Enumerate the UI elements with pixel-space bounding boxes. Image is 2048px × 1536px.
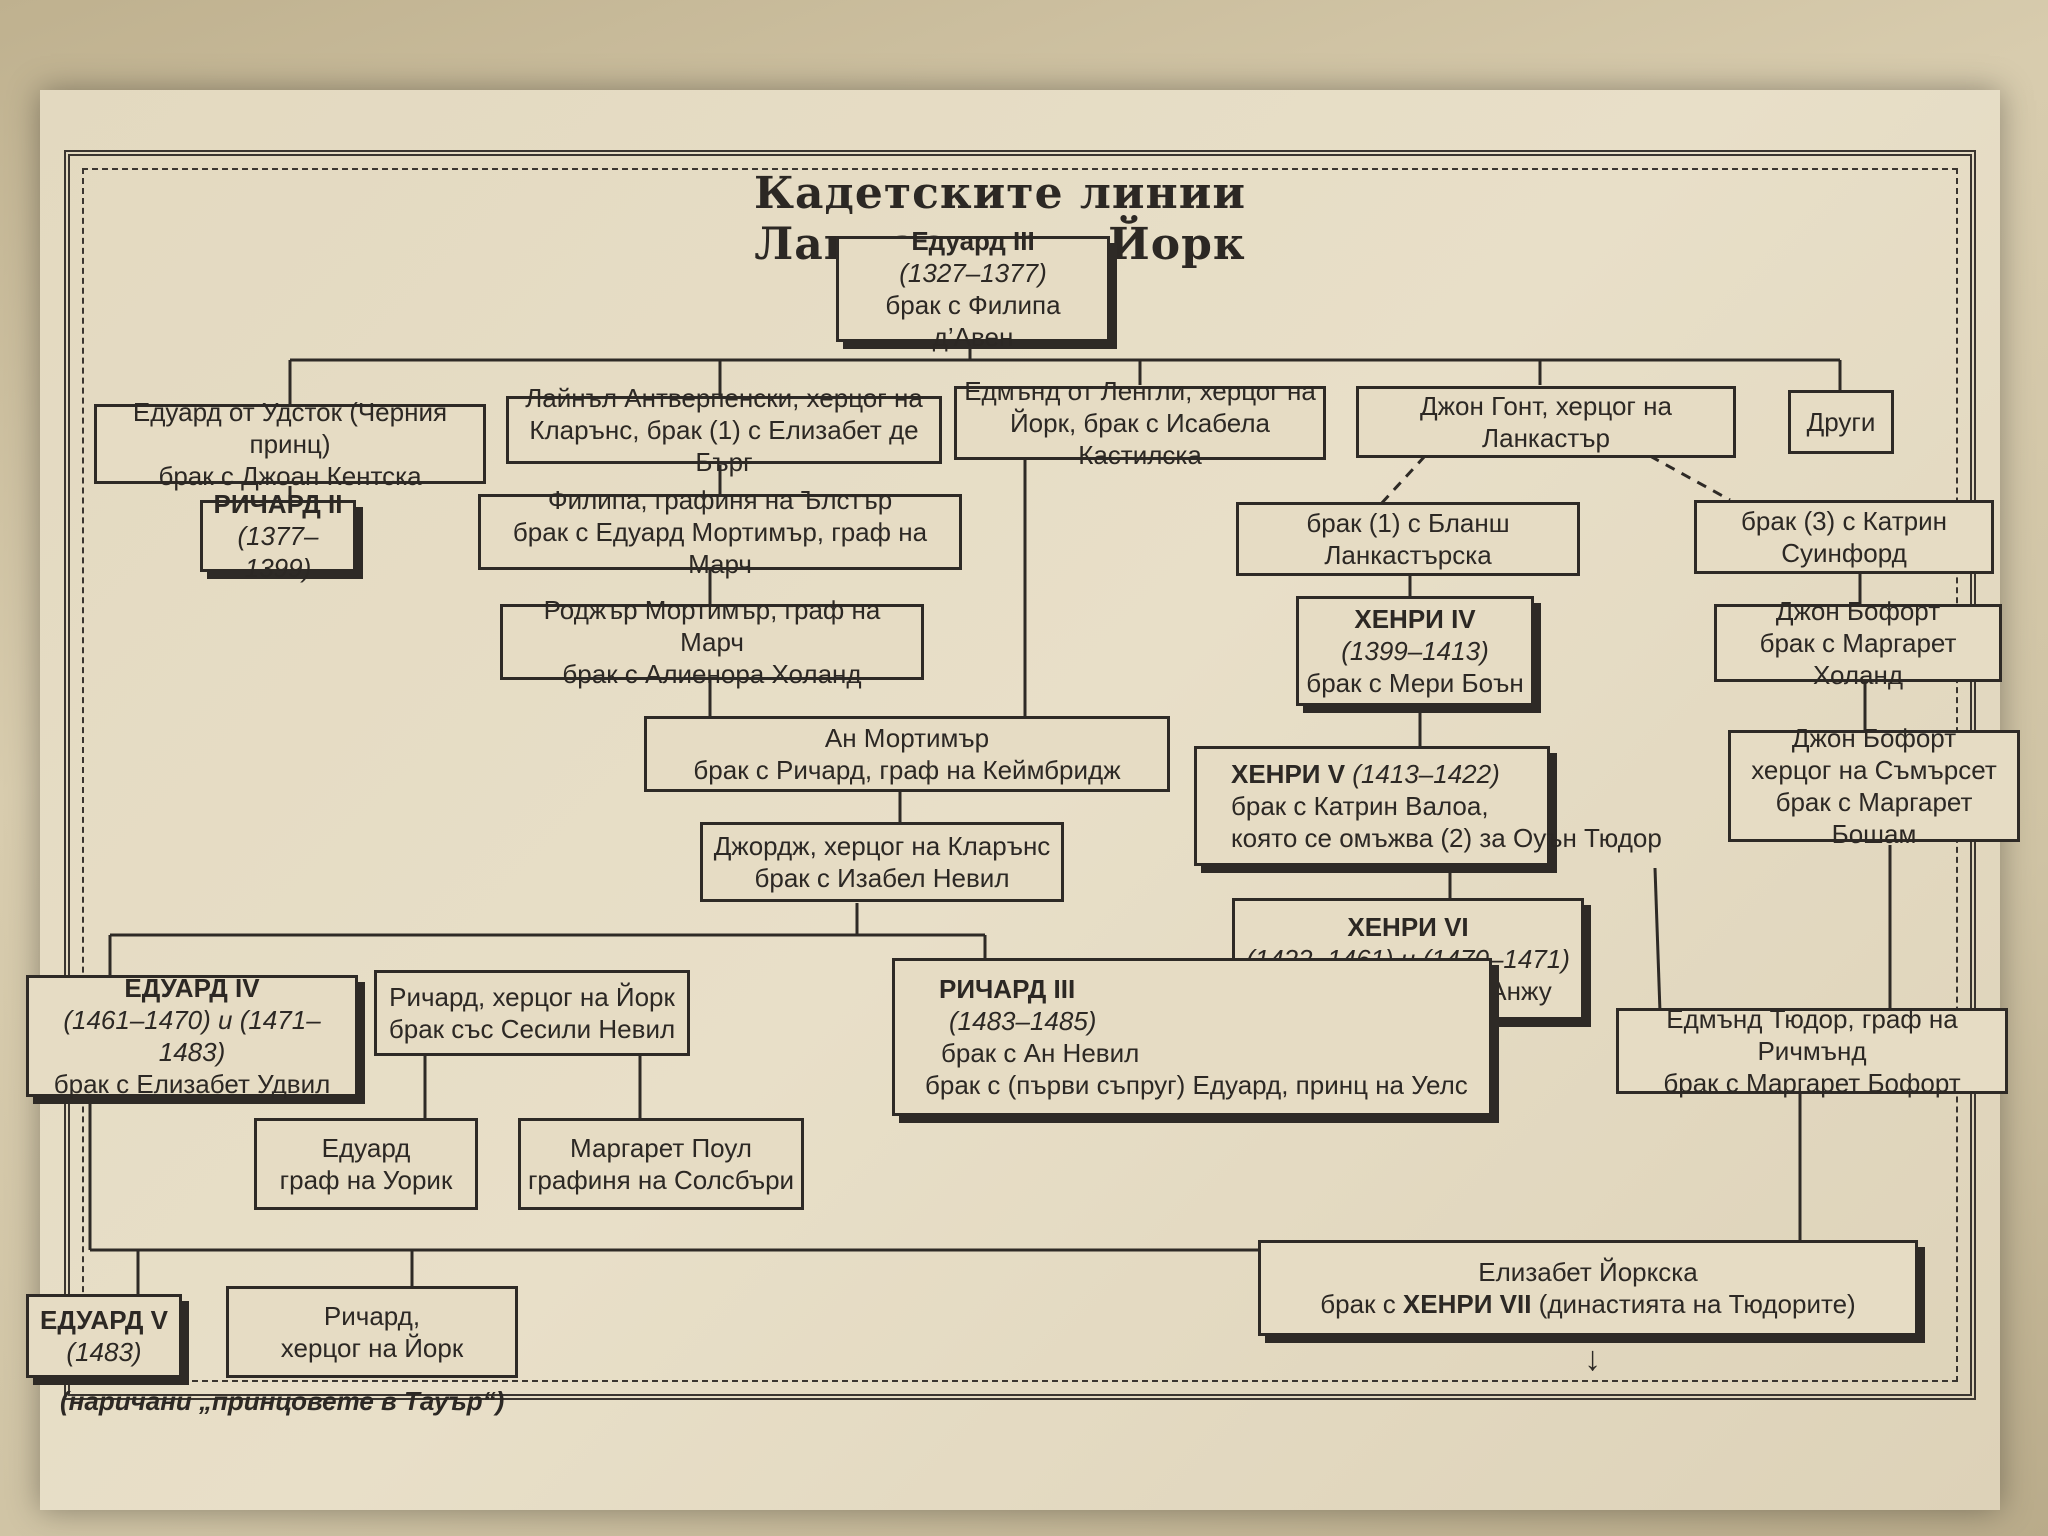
node-line: брак (1) с Бланш [1306, 508, 1510, 538]
arrow-down-icon: ↓ [1584, 1340, 1601, 1378]
node-line: брак с Едуард Мортимър, граф на Марч [512, 517, 928, 579]
node-note: брак с Ан Невил [941, 1038, 1140, 1068]
node-line: брак с Маргарет Холанд [1759, 628, 1957, 690]
node-line: Елизабет Йоркска [1478, 1257, 1698, 1287]
node-dates: (1327–1377) [899, 258, 1047, 288]
node-line: брак с Алиенора Холанд [562, 659, 862, 689]
node-line: Ланкастърска [1324, 540, 1492, 570]
node-dates: (1413–1422) [1352, 759, 1500, 789]
line-gaunt-katherine-dashed [1649, 454, 1731, 502]
node-line-with-name: брак с ХЕНРИ VII (династията на Тюдорите… [1320, 1288, 1855, 1320]
node-elizabeth-york: Елизабет Йоркска брак с ХЕНРИ VII (динас… [1258, 1240, 1918, 1336]
node-richard-york: Ричард, херцог на Йорк брак със Сесили Н… [374, 970, 690, 1056]
node-note: брак с Катрин Валоа, [1231, 791, 1489, 821]
node-edward-warwick: Едуард граф на Уорик [254, 1118, 478, 1210]
node-name: ЕДУАРД IV [124, 973, 260, 1003]
node-line: граф на Уорик [279, 1165, 453, 1195]
node-line: Лайнъл Антверпенски, херцог на [525, 383, 923, 413]
node-philippa: Филипа, графиня на Ълстър брак с Едуард … [478, 485, 962, 579]
node-note: брак с Филипа д’Авен [885, 290, 1061, 352]
node-line: брак със Сесили Невил [388, 1014, 676, 1044]
node-name: ХЕНРИ VII [1402, 1289, 1532, 1319]
node-anne-mortimer: Ан Мортимър брак с Ричард, граф на Кеймб… [644, 716, 1170, 792]
node-note: брак с Мери Боън [1306, 668, 1524, 698]
node-edmund-langley: Едмънд от Ленгли, херцог на Йорк, брак с… [954, 376, 1326, 470]
node-edward5: ЕДУАРД V (1483) [26, 1294, 182, 1378]
node-dates: (1483–1485) [949, 1006, 1097, 1036]
node-note: брак с (първи съпруг) Едуард, принц на У… [925, 1070, 1468, 1100]
node-black-prince: Едуард от Удсток (Черния принц) брак с Д… [94, 397, 486, 491]
node-line: Джон Гонт, херцог на Ланкастър [1420, 391, 1672, 453]
node-henry4: ХЕНРИ IV (1399–1413) брак с Мери Боън [1296, 596, 1534, 706]
line-henry5-tudor [1653, 867, 1662, 1013]
node-name: ХЕНРИ VI [1347, 912, 1469, 942]
node-line: Йорк, брак с Исабела Кастилска [1009, 408, 1271, 470]
node-line: херцог на Йорк [280, 1333, 464, 1363]
node-line: Едуард [321, 1133, 411, 1163]
node-line: брак с Джоан Кентска [158, 461, 422, 491]
node-prefix: брак с [1320, 1289, 1403, 1319]
node-john-gaunt: Джон Гонт, херцог на Ланкастър [1356, 386, 1736, 458]
node-line: Роджър Мортимър, граф на Марч [543, 595, 881, 657]
node-dates: (1399–1413) [1341, 636, 1489, 666]
node-richard3: РИЧАРД III (1483–1485) брак с Ан Невил б… [892, 958, 1492, 1116]
node-line: брак с Ричард, граф на Кеймбридж [693, 755, 1121, 785]
node-line: Джон Бофорт [1791, 723, 1957, 753]
node-dates: (1377–1399) [237, 521, 319, 583]
node-name: ЕДУАРД V [40, 1305, 168, 1335]
node-name: Едуард III [911, 226, 1035, 256]
node-lionel: Лайнъл Антверпенски, херцог на Кларънс, … [506, 383, 942, 477]
node-blanche: брак (1) с Бланш Ланкастърска [1236, 502, 1580, 576]
node-beaufort2: Джон Бофорт херцог на Съмърсет брак с Ма… [1728, 723, 2020, 849]
node-line: брак с Изабел Невил [754, 863, 1010, 893]
node-suffix: (династията на Тюдорите) [1531, 1289, 1856, 1319]
node-line: Едмънд от Ленгли, херцог на [964, 376, 1316, 406]
node-line: Джордж, херцог на Кларънс [713, 831, 1051, 861]
node-name: ХЕНРИ IV [1354, 604, 1476, 634]
node-line: Маргарет Поул [570, 1133, 752, 1163]
node-line: брак (3) с Катрин [1741, 506, 1947, 536]
node-edward3: Едуард III (1327–1377) брак с Филипа д’А… [836, 226, 1110, 352]
node-name: РИЧАРД II [213, 489, 343, 519]
node-edward4: ЕДУАРД IV (1461–1470) и (1471–1483) брак… [26, 973, 358, 1099]
princes-caption: (наричани „принцовете в Тауър“) [60, 1386, 505, 1416]
node-line: херцог на Съмърсет [1751, 755, 1997, 785]
node-line: Едуард от Удсток (Черния принц) [132, 397, 448, 459]
node-line: Ричард, [323, 1301, 421, 1331]
node-george: Джордж, херцог на Кларънс брак с Изабел … [700, 822, 1064, 902]
node-note: брак с Елизабет Удвил [53, 1069, 331, 1099]
node-henry5: ХЕНРИ V (1413–1422) брак с Катрин Валоа,… [1194, 746, 1662, 866]
node-line: Едмънд Тюдор, граф на Ричмънд [1666, 1004, 1958, 1066]
node-others: Други [1788, 390, 1894, 454]
node-line: Филипа, графиня на Ълстър [547, 485, 893, 515]
node-katherine-swynford: брак (3) с Катрин Суинфорд [1694, 500, 1994, 574]
node-line: графиня на Солсбъри [527, 1165, 795, 1195]
node-name: РИЧАРД III [939, 974, 1076, 1004]
node-line: брак с Маргарет Бофорт [1663, 1068, 1961, 1098]
node-title-row: ХЕНРИ V (1413–1422) [1231, 758, 1500, 790]
node-dates: (1483) [66, 1337, 142, 1367]
node-margaret-pole: Маргарет Поул графиня на Солсбъри [518, 1118, 804, 1210]
node-richard-duke-york: Ричард, херцог на Йорк [226, 1286, 518, 1378]
node-richard2: РИЧАРД II (1377–1399) [200, 489, 356, 583]
node-beaufort1: Джон Бофорт брак с Маргарет Холанд [1714, 596, 2002, 690]
node-line: Джон Бофорт [1775, 596, 1941, 626]
node-dates: (1461–1470) и (1471–1483) [63, 1005, 321, 1067]
node-line: Ричард, херцог на Йорк [389, 982, 675, 1012]
line-gaunt-blanche-dashed [1378, 454, 1427, 507]
node-line: Други [1806, 407, 1876, 437]
node-line: Суинфорд [1781, 538, 1907, 568]
node-line: Кларънс, брак (1) с Елизабет де Бърг [529, 415, 919, 477]
node-edmund-tudor: Едмънд Тюдор, граф на Ричмънд брак с Мар… [1616, 1004, 2008, 1098]
node-name: ХЕНРИ V [1231, 759, 1346, 789]
node-note: която се омъжва (2) за Оуън Тюдор [1231, 823, 1662, 853]
node-line: брак с Маргарет Бошам [1775, 787, 1973, 849]
node-roger: Роджър Мортимър, граф на Марч брак с Али… [500, 595, 924, 689]
node-line: Ан Мортимър [824, 723, 990, 753]
